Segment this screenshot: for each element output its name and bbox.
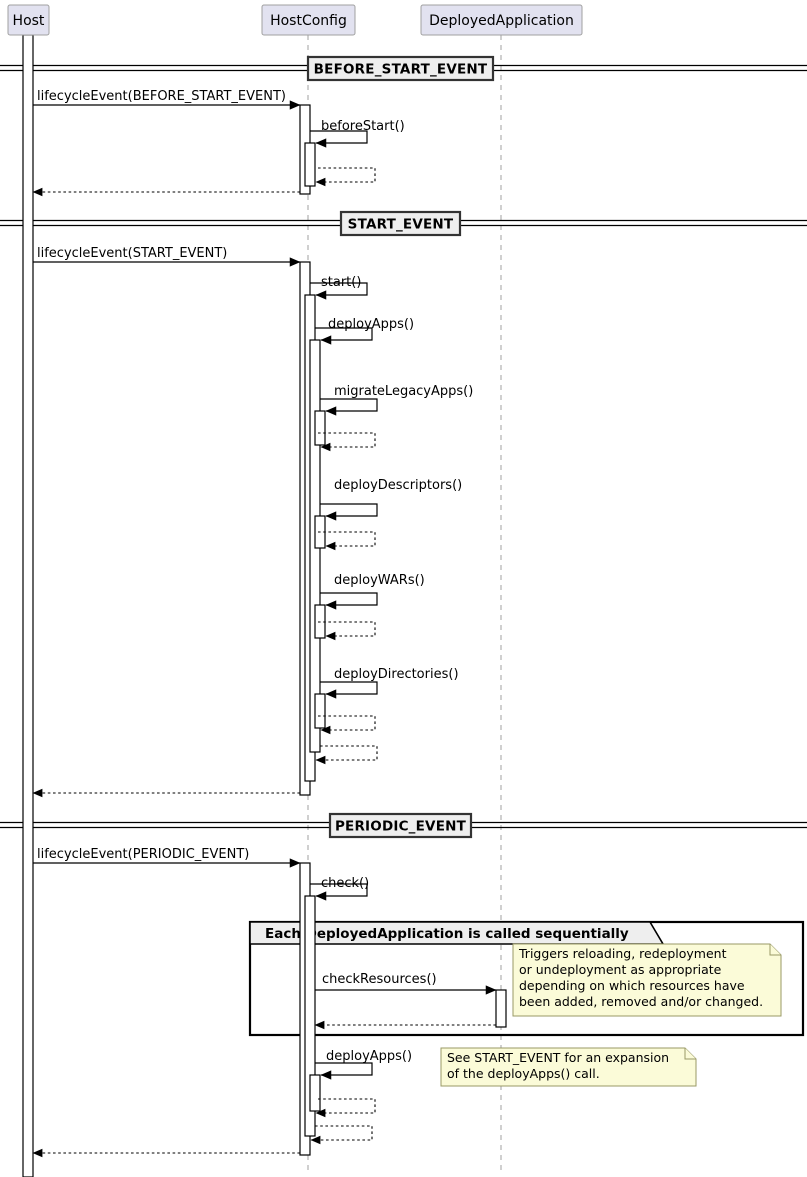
message-m6: start() (310, 275, 368, 300)
activation-bar-host-0 (22, 34, 34, 1177)
message-m23 (315, 1098, 376, 1118)
activations-layer (22, 34, 507, 1177)
self-return-arrow (318, 432, 376, 452)
participants-layer: Host HostConfig DeployedApplication (7, 4, 583, 36)
self-call-arrow (320, 398, 378, 416)
message-label: beforeStart() (321, 119, 405, 134)
divider-before-start-event: BEFORE_START_EVENT (0, 55, 807, 82)
activation-bar-hostcfg-8 (314, 693, 326, 729)
message-label: migrateLegacyApps() (334, 384, 473, 399)
participant-label: Host (13, 13, 45, 29)
participant-hostcfg[interactable]: HostConfig (261, 4, 356, 36)
self-call-arrow (320, 681, 378, 699)
message-m13 (318, 621, 376, 641)
divider-label: BEFORE_START_EVENT (314, 62, 488, 78)
message-m1: lifecycleEvent(BEFORE_START_EVENT) (33, 89, 301, 110)
message-m20: checkResources() (315, 972, 497, 995)
message-label: deployApps() (328, 317, 414, 332)
message-m19: check() (310, 876, 369, 901)
divider-periodic-event: PERIODIC_EVENT (0, 812, 807, 839)
message-m8: migrateLegacyApps() (320, 384, 473, 416)
message-label: deployWARs() (334, 573, 425, 588)
group-frame: Each DeployedApplication is called seque… (248, 920, 805, 1037)
self-call-arrow (315, 327, 373, 345)
note-line: of the deployApps() call. (447, 1066, 600, 1081)
note-line: or undeployment as appropriate (519, 962, 722, 977)
self-call-arrow (310, 883, 368, 901)
message-label: lifecycleEvent(PERIODIC_EVENT) (37, 847, 249, 862)
divider-box (328, 812, 473, 839)
self-return-arrow (318, 715, 376, 735)
groups-layer: Each DeployedApplication is called seque… (248, 920, 805, 1037)
note-line: See START_EVENT for an expansion (447, 1050, 669, 1065)
self-call-arrow (320, 592, 378, 610)
self-call-arrow (320, 503, 378, 521)
message-m12: deployWARs() (320, 573, 425, 610)
note-fold-icon (684, 1048, 696, 1060)
divider-box (306, 55, 495, 82)
note-line: depending on which resources have (519, 978, 745, 993)
message-label: checkResources() (322, 972, 437, 987)
message-m2: beforeStart() (310, 119, 405, 148)
message-label: lifecycleEvent(START_EVENT) (37, 246, 227, 261)
self-call-arrow (310, 282, 368, 300)
self-return-arrow (315, 745, 378, 765)
message-label: deployDirectories() (334, 667, 459, 682)
divider-label: START_EVENT (348, 217, 454, 233)
dividers-layer: BEFORE_START_EVENT START_EVENT PERIODIC_EV… (0, 55, 807, 839)
self-call-arrow (310, 130, 368, 148)
note-line: Triggers reloading, redeployment (518, 946, 727, 961)
message-label: start() (321, 275, 361, 290)
self-return-arrow (318, 531, 376, 551)
self-call-arrow (315, 1062, 373, 1080)
activation-bar-hostcfg-5 (314, 410, 326, 446)
self-return-arrow (315, 167, 376, 187)
message-m18: lifecycleEvent(PERIODIC_EVENT) (33, 847, 301, 868)
note-line: been added, removed and/or changed. (519, 994, 763, 1009)
participant-box[interactable] (261, 4, 356, 36)
participant-box[interactable] (420, 4, 583, 36)
divider-start-event: START_EVENT (0, 210, 807, 237)
divider-label: PERIODIC_EVENT (335, 819, 467, 835)
participant-label: HostConfig (270, 13, 347, 29)
self-return-arrow (310, 1125, 373, 1145)
activation-bar-hostcfg-10 (304, 895, 316, 1137)
participant-label: DeployedApplication (429, 13, 574, 29)
messages-layer: lifecycleEvent(BEFORE_START_EVENT)before… (32, 89, 497, 1158)
note-body (512, 943, 782, 1017)
message-m15 (318, 715, 376, 735)
participant-box[interactable] (7, 4, 50, 36)
message-m9 (318, 432, 376, 452)
lifelines-layer (27, 35, 502, 1172)
self-return-arrow (315, 1098, 376, 1118)
message-m16 (315, 745, 378, 765)
message-m3 (315, 167, 376, 187)
message-m24 (310, 1125, 373, 1145)
message-m10: deployDescriptors() (320, 478, 462, 521)
activation-bar-hostcfg-11 (309, 1074, 321, 1112)
message-m14: deployDirectories() (320, 667, 459, 699)
message-label: check() (321, 876, 369, 891)
message-m11 (318, 531, 376, 551)
note-fold-icon (769, 944, 781, 956)
message-m7: deployApps() (315, 317, 414, 345)
activation-bar-hostcfg-1 (304, 142, 316, 187)
message-label: deployApps() (326, 1049, 412, 1064)
message-m22: deployApps() (315, 1049, 412, 1080)
group-title: Each DeployedApplication is called seque… (265, 926, 629, 942)
message-m5: lifecycleEvent(START_EVENT) (33, 246, 301, 267)
note-body (440, 1047, 697, 1087)
self-return-arrow (318, 621, 376, 641)
message-label: deployDescriptors() (334, 478, 462, 493)
message-label: lifecycleEvent(BEFORE_START_EVENT) (37, 89, 286, 104)
participant-host[interactable]: Host (7, 4, 50, 36)
divider-box (339, 210, 462, 237)
participant-depapp[interactable]: DeployedApplication (420, 4, 583, 36)
activation-bar-depapp-0 (495, 989, 507, 1028)
